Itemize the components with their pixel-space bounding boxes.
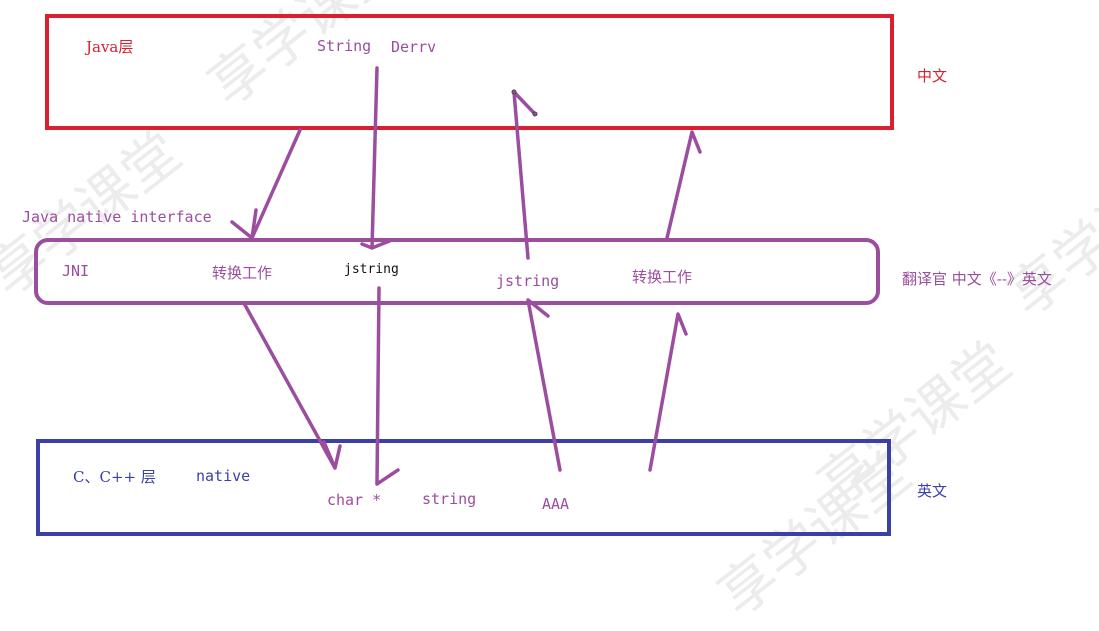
c-string-label: string — [422, 490, 477, 508]
java-derrv-label: Derrv — [391, 38, 437, 56]
c-layer-box — [36, 439, 891, 536]
c-layer-label: C、C++ 层 — [73, 468, 156, 486]
java-layer-box — [45, 14, 894, 130]
translator-side-label: 翻译官 中文《--》英文 — [902, 270, 1052, 288]
arrow-jstring-to-char — [375, 286, 400, 486]
arrow-jstring-to-java — [512, 90, 537, 260]
jstring-label-right: jstring — [496, 272, 560, 290]
arrow-handle-dot — [511, 89, 517, 95]
java-layer-label: Java层 — [86, 38, 134, 56]
jni-layer-box — [34, 238, 880, 305]
aaa-label: AAA — [542, 495, 570, 513]
convert-label-left: 转换工作 — [212, 264, 273, 282]
char-pointer-label: char * — [327, 491, 382, 509]
arrow-string-to-jstring — [360, 66, 394, 250]
arrow-java-to-jni-left — [230, 128, 302, 240]
jni-label: JNI — [62, 262, 90, 280]
java-string-label: String — [317, 37, 372, 55]
arrow-jni-to-c-left — [243, 303, 342, 470]
arrow-handle-dot — [532, 111, 538, 117]
arrow-c-to-convert-right — [648, 312, 688, 472]
c-native-label: native — [196, 467, 251, 485]
jni-caption: Java native interface — [22, 208, 212, 226]
chinese-side-label: 中文 — [917, 67, 948, 85]
arrow-aaa-to-jstring — [526, 298, 562, 472]
english-side-label: 英文 — [917, 482, 948, 500]
jstring-label-left: jstring — [344, 262, 399, 277]
arrow-convert-to-java-right — [665, 130, 702, 240]
flow-arrows — [230, 66, 702, 486]
convert-label-right: 转换工作 — [632, 268, 693, 286]
